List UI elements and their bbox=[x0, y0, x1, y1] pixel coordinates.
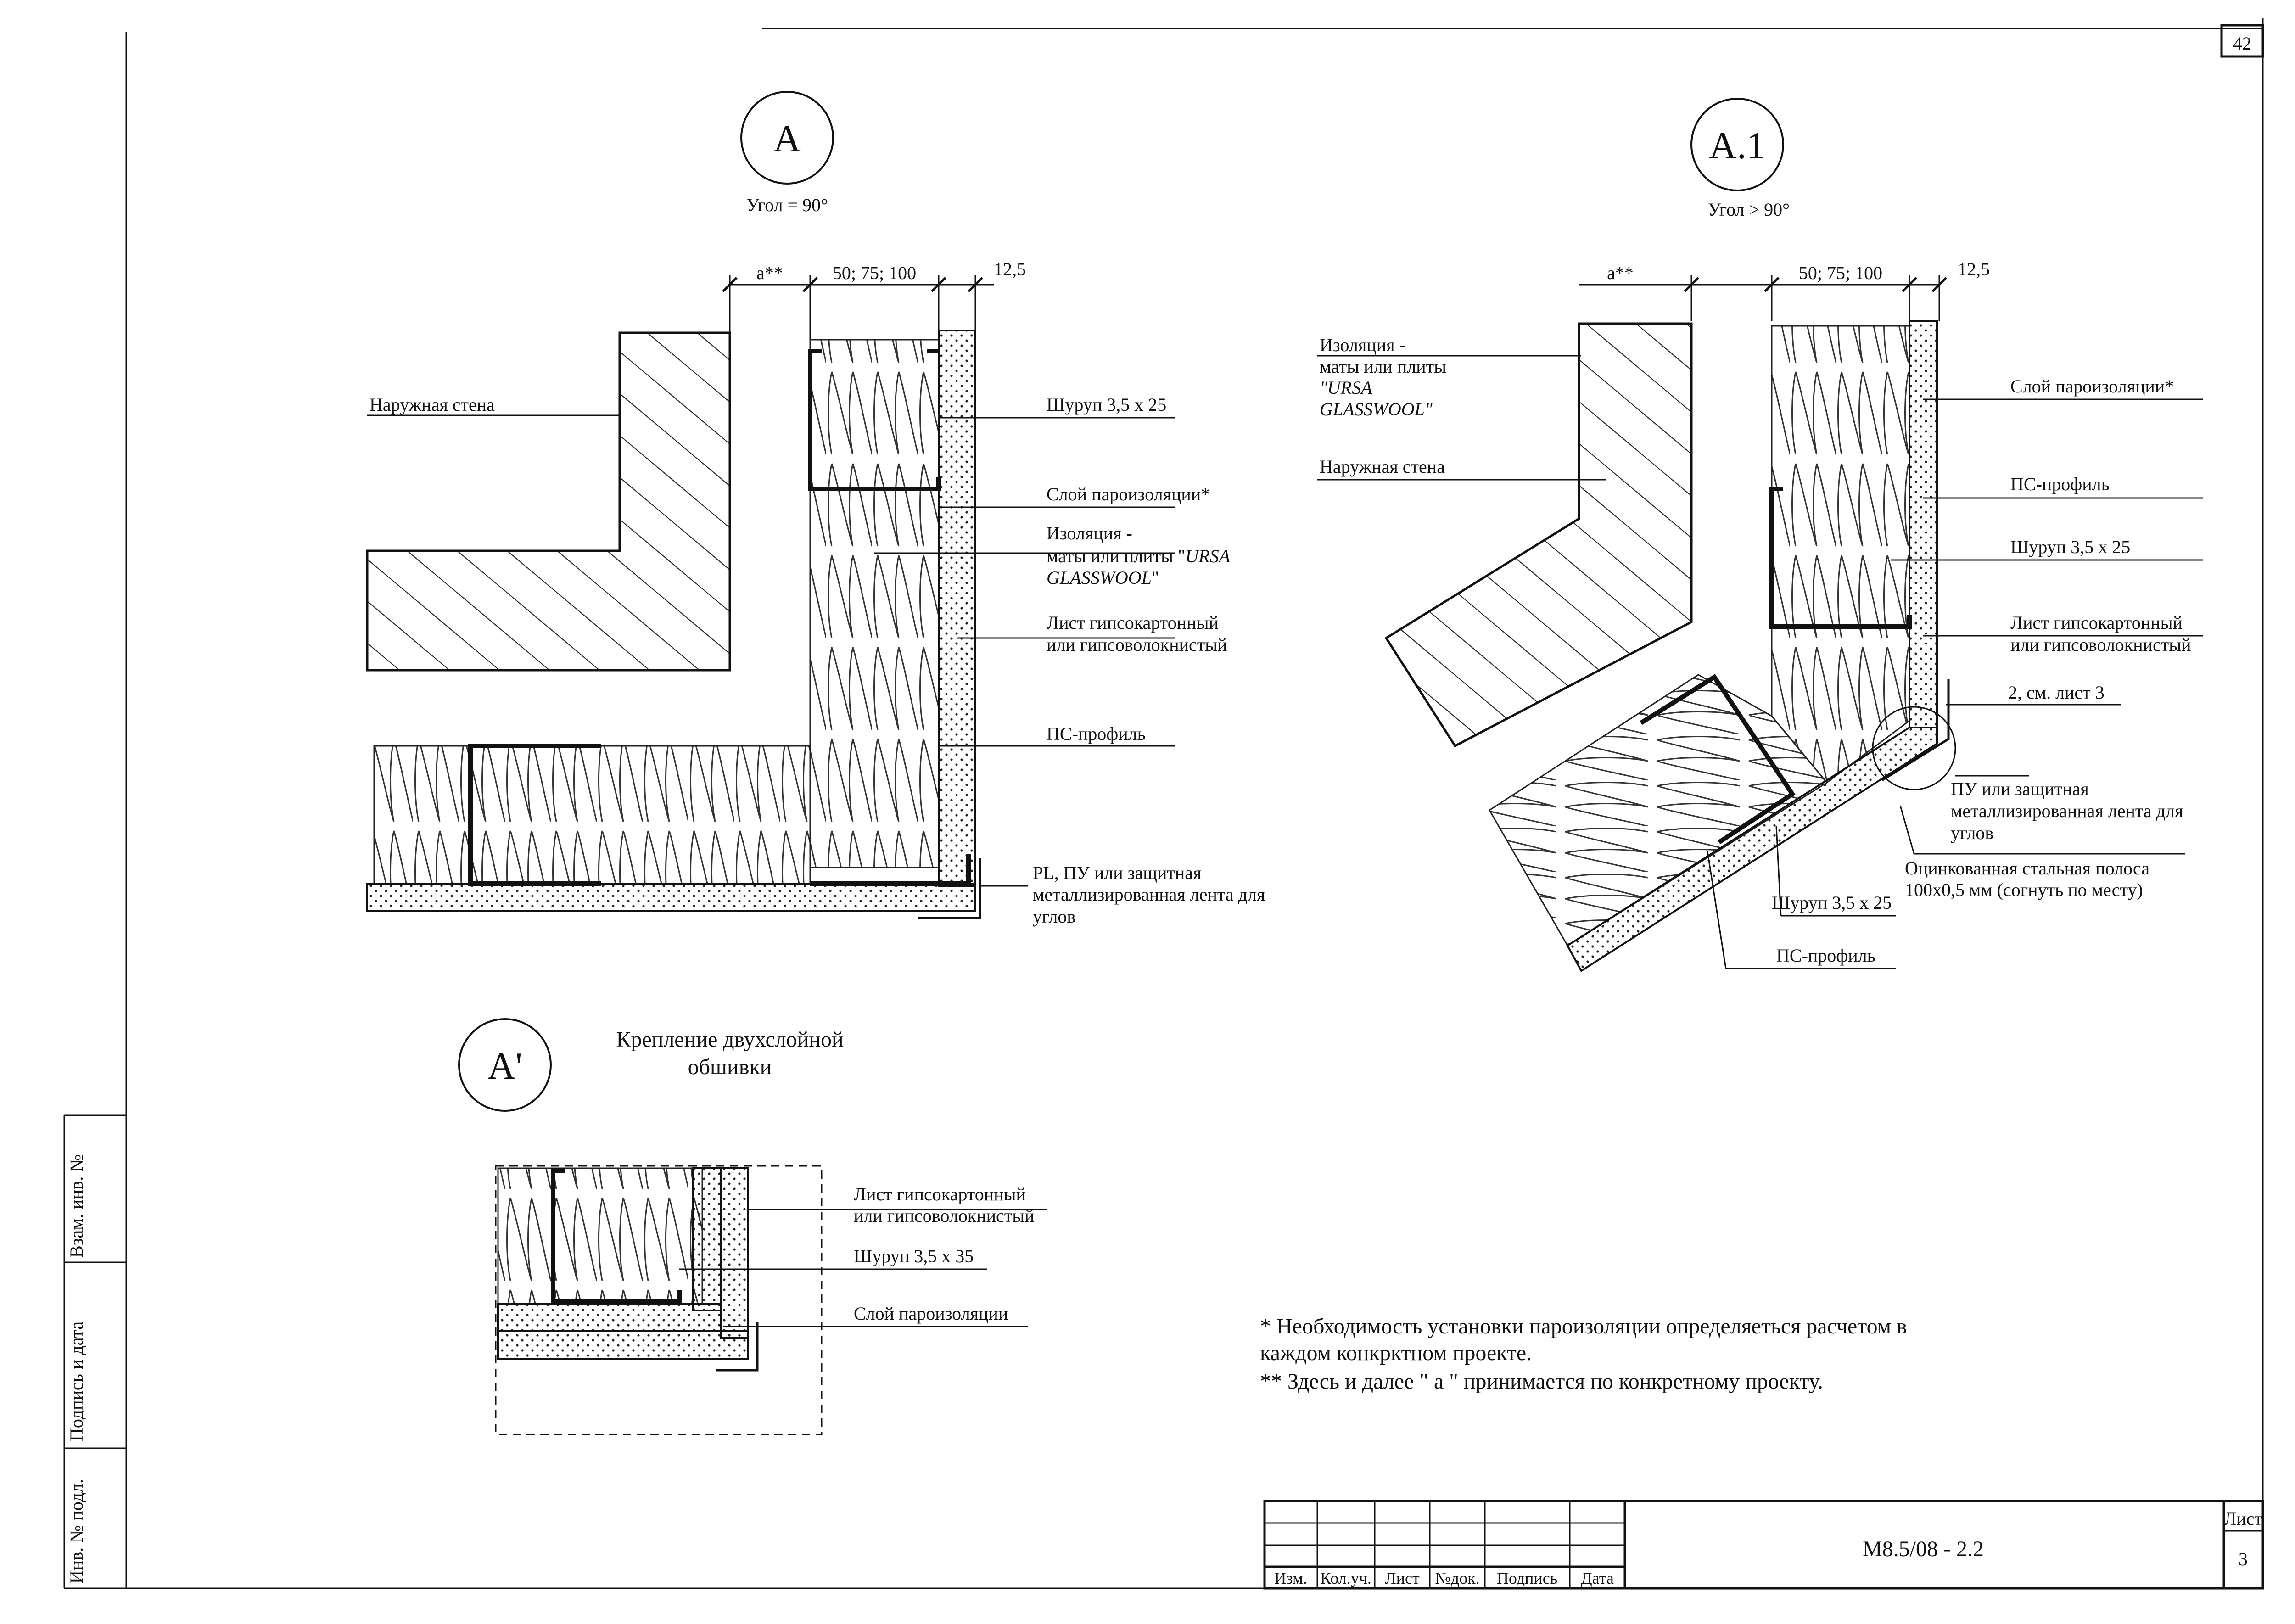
detail-a-profile-horizontal bbox=[468, 744, 601, 886]
detail-a-prime: А' Крепление двухслойной обшивки Лист ги… bbox=[458, 1018, 1047, 1435]
detail-a-corner-tape bbox=[918, 858, 981, 919]
detail-a-outer-wall bbox=[366, 331, 731, 672]
doc-code: М8.5/08 - 2.2 bbox=[1863, 1537, 1984, 1561]
detail-a1-profile-diagonal bbox=[1640, 674, 1796, 845]
detail-a-prime-board-h2 bbox=[497, 1330, 749, 1360]
detail-a1-insulation-vertical bbox=[1771, 325, 1910, 627]
detail-a1-outer-wall bbox=[1384, 322, 1693, 748]
detail-a1-insulation-label-4: GLASSWOOL" bbox=[1320, 399, 1433, 420]
detail-a1-insulation-label-2: маты или плиты bbox=[1320, 356, 1446, 377]
detail-a1-board-label-1: Лист гипсокартонный bbox=[2010, 612, 2183, 633]
tb-podpis: Подпись bbox=[1497, 1569, 1557, 1587]
notes: * Необходимость установки пароизоляции о… bbox=[1260, 1314, 1907, 1394]
tb-list: Лист bbox=[1385, 1569, 1420, 1587]
page-number: 42 bbox=[2233, 33, 2251, 54]
detail-a1-vapor-label: Слой пароизоляции* bbox=[2010, 376, 2174, 397]
detail-a1-dim-board: 12,5 bbox=[1958, 259, 1990, 280]
detail-a1-callout-circle bbox=[1872, 706, 1956, 790]
detail-a-prime-screw-label: Шуруп 3,5 х 35 bbox=[854, 1246, 974, 1266]
title-block: Изм. Кол.уч. Лист №док. Подпись Дата М8.… bbox=[1263, 1500, 2264, 1590]
detail-a1-dim-a: а** bbox=[1607, 263, 1634, 283]
stamp-podpis: Подпись и дата bbox=[66, 1322, 87, 1441]
detail-a1-insulation-label-1: Изоляция - bbox=[1320, 335, 1405, 355]
detail-a: А Угол = 90° а** 50; 75; 100 12,5 bbox=[366, 91, 1265, 927]
detail-a-prime-marker-circle bbox=[458, 1018, 552, 1112]
sheet-number: 3 bbox=[2239, 1549, 2248, 1569]
side-stamp: Взам. инв. № Подпись и дата Инв. № подл. bbox=[63, 1114, 126, 1589]
detail-a1-marker-circle bbox=[1690, 98, 1784, 191]
detail-a-insulation-label-1: Изоляция - bbox=[1047, 523, 1132, 543]
detail-a-board-label-2: или гипсоволокнистый bbox=[1047, 634, 1227, 655]
detail-a-prime-frame bbox=[495, 1165, 823, 1435]
detail-a-prime-insulation bbox=[497, 1167, 703, 1305]
detail-a1-dim-mid: 50; 75; 100 bbox=[1799, 263, 1882, 283]
detail-a-vapor-label: Слой пароизоляции* bbox=[1047, 484, 1210, 504]
detail-a1-profile-top bbox=[1769, 487, 1912, 629]
detail-a-prime-board-label-1: Лист гипсокартонный bbox=[854, 1184, 1026, 1204]
detail-a1-angle: Угол > 90° bbox=[1708, 199, 1790, 220]
detail-a-profile-top bbox=[808, 349, 941, 491]
detail-a-board-horizontal bbox=[366, 883, 976, 912]
detail-a1-insulation-label-3: "URSA bbox=[1320, 377, 1372, 398]
detail-a-profile-label: ПС-профиль bbox=[1047, 723, 1146, 744]
note-1a: * Необходимость установки пароизоляции о… bbox=[1260, 1314, 1907, 1338]
detail-a1-profile-bottom-label: ПС-профиль bbox=[1776, 945, 1875, 966]
detail-a1-board-diagonal bbox=[1566, 727, 1938, 972]
detail-a-angle: Угол = 90° bbox=[746, 195, 828, 215]
detail-a-insulation-vertical bbox=[809, 339, 940, 868]
detail-a-outer-wall-label: Наружная стена bbox=[369, 394, 495, 415]
note-1b: каждом конкрктном проекте. bbox=[1260, 1341, 1532, 1365]
detail-a-dim-board: 12,5 bbox=[994, 259, 1026, 280]
detail-a-marker-circle bbox=[740, 91, 834, 185]
stamp-inv: Инв. № подл. bbox=[66, 1479, 87, 1584]
detail-a-dim-a: а** bbox=[756, 263, 783, 283]
detail-a-insulation-label-2: маты или плиты "URSA bbox=[1047, 546, 1231, 566]
detail-a-tape-label-3: углов bbox=[1033, 906, 1075, 927]
detail-a-board-label-1: Лист гипсокартонный bbox=[1047, 612, 1219, 633]
detail-a1-tape-label-1: ПУ или защитная bbox=[1951, 778, 2089, 799]
tb-izm: Изм. bbox=[1274, 1569, 1307, 1587]
tb-ndok: №док. bbox=[1435, 1569, 1479, 1587]
detail-a1-ref-label: 2, см. лист 3 bbox=[2008, 682, 2105, 703]
detail-a-marker: А bbox=[773, 118, 801, 160]
detail-a-prime-board-v1 bbox=[692, 1167, 722, 1311]
sheet-label: Лист bbox=[2224, 1508, 2262, 1529]
tb-data: Дата bbox=[1581, 1569, 1614, 1587]
tb-kol: Кол.уч. bbox=[1320, 1569, 1371, 1587]
detail-a-insulation-label-3: GLASSWOOL" bbox=[1047, 567, 1159, 588]
detail-a-tape-label-1: PL, ПУ или защитная bbox=[1033, 862, 1201, 883]
detail-a-prime-board-label-2: или гипсоволокнистый bbox=[854, 1205, 1035, 1226]
detail-a1: А.1 Угол > 90° а** 50; 75; 100 12,5 bbox=[1317, 98, 2203, 972]
stamp-vzam: Взам. инв. № bbox=[66, 1154, 87, 1258]
detail-a1-screw-top-label: Шуруп 3,5 х 25 bbox=[2010, 537, 2130, 557]
detail-a-screw-label: Шуруп 3,5 х 25 bbox=[1047, 394, 1166, 415]
detail-a-prime-vapor-label: Слой пароизоляции bbox=[854, 1303, 1008, 1324]
detail-a1-outer-wall-label: Наружная стена bbox=[1320, 456, 1445, 477]
detail-a1-tape-label-2: металлизированная лента для bbox=[1951, 801, 2183, 821]
detail-a-dim-mid: 50; 75; 100 bbox=[833, 263, 916, 283]
detail-a1-profile-top-label: ПС-профиль bbox=[2010, 474, 2110, 494]
note-2: ** Здесь и далее " а " принимается по ко… bbox=[1260, 1369, 1823, 1394]
detail-a1-board-vertical bbox=[1909, 320, 1938, 728]
detail-a1-insulation-diagonal bbox=[1488, 674, 1828, 947]
detail-a-prime-title-2: обшивки bbox=[688, 1055, 772, 1079]
detail-a-board-vertical bbox=[938, 330, 976, 887]
detail-a1-strip-label-2: 100х0,5 мм (согнуть по месту) bbox=[1905, 879, 2143, 900]
detail-a-prime-board-v2 bbox=[720, 1167, 749, 1339]
detail-a-prime-marker: А' bbox=[487, 1045, 522, 1087]
detail-a-prime-corner-tape bbox=[716, 1322, 759, 1372]
detail-a1-marker: А.1 bbox=[1709, 124, 1766, 167]
detail-a-tape-label-2: металлизированная лента для bbox=[1033, 884, 1265, 905]
detail-a-prime-title-1: Крепление двухслойной bbox=[616, 1027, 843, 1052]
detail-a1-corner-tape bbox=[1881, 679, 1950, 782]
detail-a-insulation-horizontal bbox=[373, 745, 811, 885]
detail-a1-screw-bottom-label: Шуруп 3,5 х 25 bbox=[1772, 892, 1892, 913]
detail-a1-tape-label-3: углов bbox=[1951, 823, 1993, 843]
detail-a-prime-profile bbox=[551, 1168, 682, 1304]
detail-a1-board-label-2: или гипсоволокнистый bbox=[2010, 634, 2191, 655]
detail-a-prime-board-h1 bbox=[497, 1303, 722, 1332]
detail-a1-strip-label-1: Оцинкованная стальная полоса bbox=[1905, 858, 2149, 879]
